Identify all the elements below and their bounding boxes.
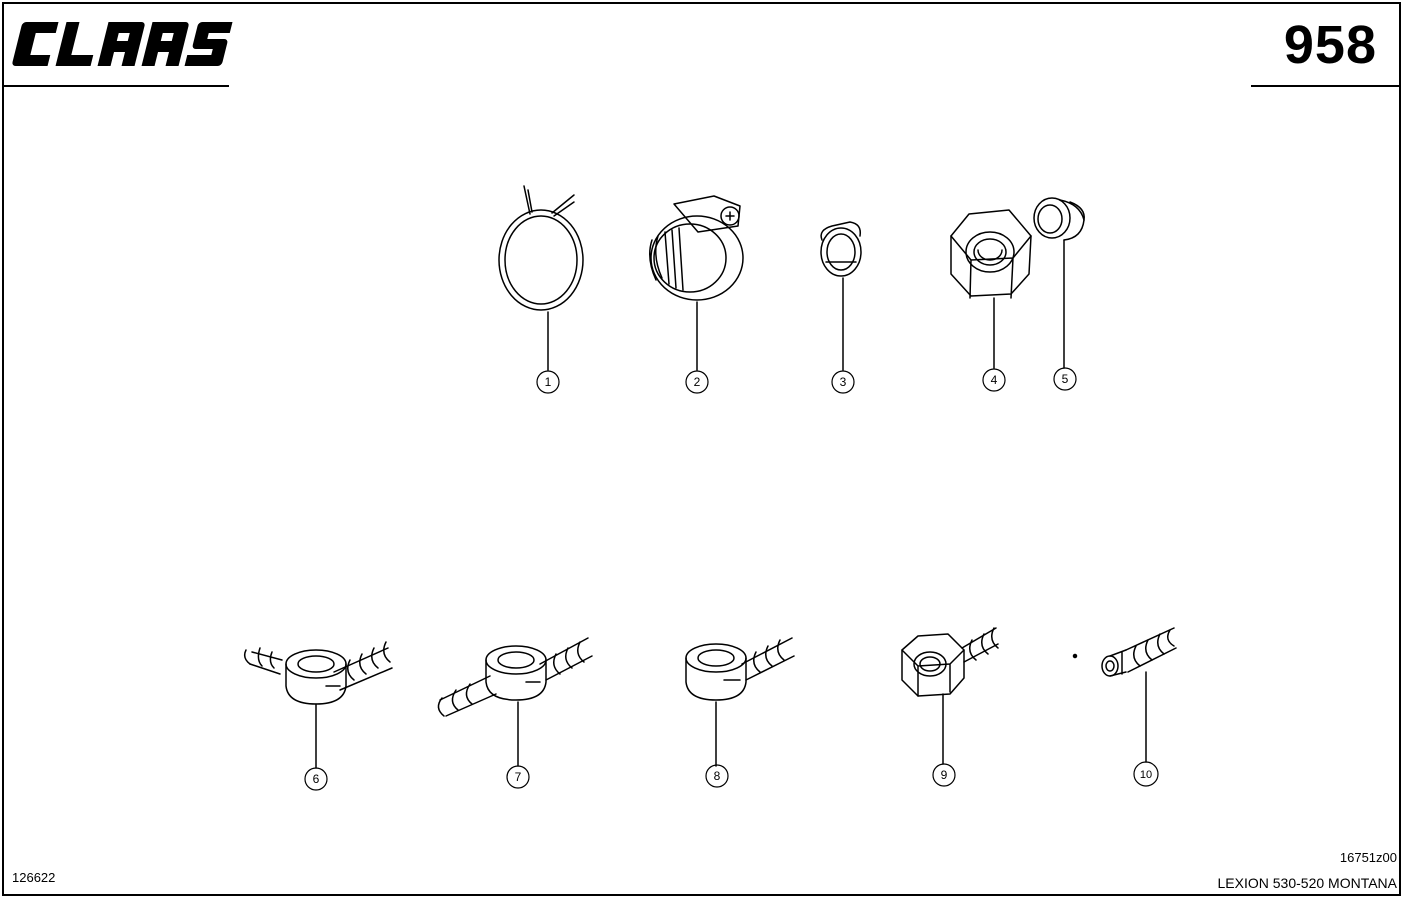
callout-4-circle (982, 368, 1006, 392)
footer-left-code: 126622 (12, 870, 56, 885)
callout-2-circle (685, 370, 709, 394)
callout-6-circle (304, 767, 328, 791)
part-9-nut-nipple (901, 627, 999, 697)
page-number: 958 (1283, 15, 1377, 75)
callout-5: 5 (1062, 372, 1069, 386)
callout-10-circle (1133, 761, 1159, 787)
callout-7-circle (506, 765, 530, 789)
callout-3-circle (831, 370, 855, 394)
callout-10: 10 (1140, 769, 1152, 781)
part-6-banjo-double (243, 641, 393, 705)
part-2-worm-clamp (649, 195, 744, 301)
footer-model: LEXION 530-520 MONTANA (1217, 875, 1397, 891)
callout-9: 9 (941, 768, 948, 782)
part-4-hex-nut (950, 209, 1032, 299)
footer-drawing-ref: 16751z00 (1339, 850, 1397, 865)
header-rule-right (1251, 85, 1401, 87)
part-8-banjo-single (685, 637, 795, 701)
callout-3: 3 (840, 375, 847, 389)
callout-8-circle (705, 764, 729, 788)
claas-logo (12, 22, 233, 66)
header-rule-left (4, 85, 229, 87)
callout-8: 8 (714, 769, 721, 783)
part-7-banjo-through (437, 637, 593, 717)
callout-7: 7 (515, 770, 522, 784)
callout-1: 1 (545, 375, 552, 389)
callout-5-circle (1053, 367, 1077, 391)
part-10-hose-nipple (1101, 627, 1177, 677)
part-1-spring-clamp (498, 185, 584, 311)
callout-2: 2 (694, 375, 701, 389)
callout-4: 4 (991, 373, 998, 387)
part-3-ear-clamp (820, 221, 862, 277)
part-5-cutting-ring (1033, 197, 1085, 241)
callout-9-circle (932, 763, 956, 787)
callout-6: 6 (313, 772, 320, 786)
callout-1-circle (536, 370, 560, 394)
